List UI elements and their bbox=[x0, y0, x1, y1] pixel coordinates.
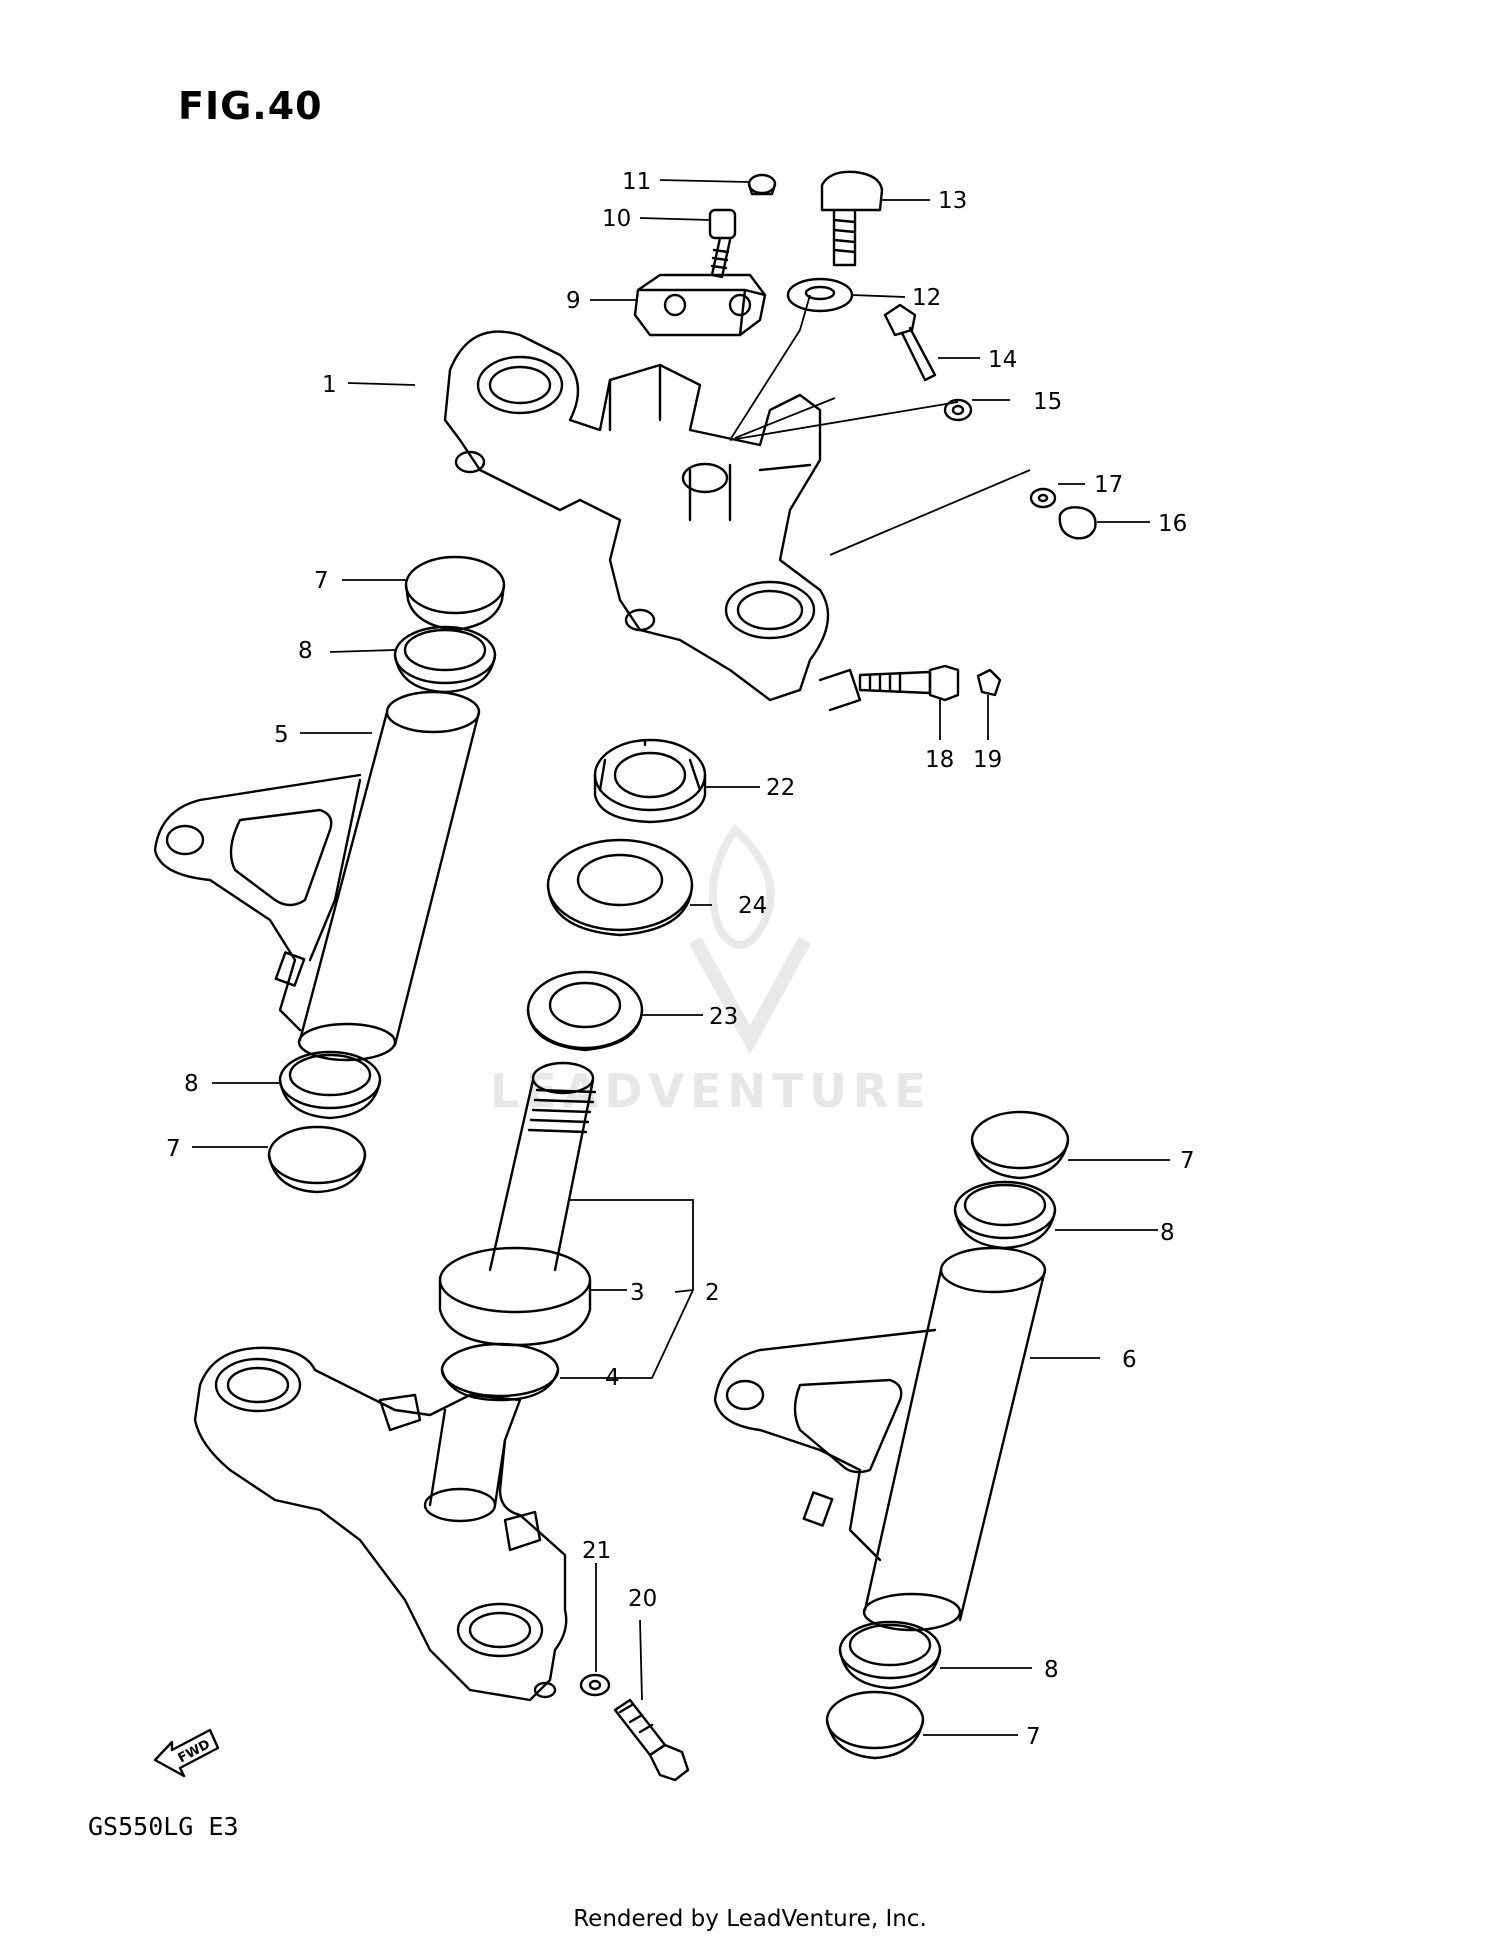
ring-7-left-top bbox=[404, 555, 506, 632]
watermark: LEADVENTURE bbox=[490, 823, 926, 1118]
steering-nut-22 bbox=[593, 738, 707, 824]
ring-7-left-bottom bbox=[267, 1125, 367, 1194]
bolt-18 bbox=[858, 664, 960, 702]
callout-3: 3 bbox=[630, 1280, 645, 1306]
callout-12: 12 bbox=[912, 285, 941, 311]
ring-8-left-top bbox=[393, 625, 497, 694]
cap-19 bbox=[976, 668, 1002, 697]
clamp-block-9 bbox=[633, 273, 767, 337]
cap-11 bbox=[747, 173, 777, 196]
callout-8c: 8 bbox=[1160, 1220, 1175, 1246]
ring-8-left-bottom bbox=[278, 1050, 382, 1120]
model-code: GS550LG E3 bbox=[88, 1812, 239, 1841]
callout-19: 19 bbox=[973, 747, 1002, 773]
callout-1: 1 bbox=[322, 372, 337, 398]
footer-text: Rendered by LeadVenture, Inc. bbox=[573, 1906, 927, 1932]
bolt-13 bbox=[820, 170, 884, 267]
upper-bracket bbox=[443, 330, 862, 712]
callout-18: 18 bbox=[925, 747, 954, 773]
bolt-20 bbox=[613, 1698, 690, 1782]
callout-20: 20 bbox=[628, 1586, 657, 1612]
callout-23: 23 bbox=[709, 1004, 738, 1030]
steering-stem bbox=[438, 1061, 597, 1402]
fork-cover-right-6 bbox=[713, 1246, 1047, 1632]
leader-lines bbox=[192, 179, 1170, 1736]
callout-10: 10 bbox=[602, 206, 631, 232]
washer-21 bbox=[579, 1673, 611, 1697]
callout-16: 16 bbox=[1158, 511, 1187, 537]
ring-8-right-bottom bbox=[838, 1620, 942, 1690]
figure-title: FIG.40 bbox=[178, 84, 323, 128]
fwd-arrow-icon bbox=[153, 1728, 220, 1778]
callout-5: 5 bbox=[274, 722, 289, 748]
ring-7-right-top bbox=[970, 1110, 1070, 1180]
callout-24: 24 bbox=[738, 893, 767, 919]
washer-12 bbox=[786, 277, 854, 313]
callout-17: 17 bbox=[1094, 472, 1123, 498]
ring-7-right-bottom bbox=[825, 1690, 925, 1760]
callout-6: 6 bbox=[1122, 1347, 1137, 1373]
washer-17 bbox=[1029, 487, 1057, 509]
callout-7c: 7 bbox=[1180, 1148, 1195, 1174]
callout-7a: 7 bbox=[314, 568, 329, 594]
fork-cover-left-5 bbox=[153, 690, 481, 1062]
callout-9: 9 bbox=[566, 288, 581, 314]
bolt-10 bbox=[708, 208, 737, 279]
bolt-14 bbox=[883, 303, 937, 382]
bearing-race-24 bbox=[546, 838, 694, 937]
ring-8-right-top bbox=[953, 1180, 1057, 1250]
callout-7d: 7 bbox=[1026, 1724, 1041, 1750]
callout-labels: 1 2 3 4 5 6 7 7 7 7 8 8 8 8 9 10 11 12 1… bbox=[166, 169, 1195, 1750]
callout-15: 15 bbox=[1033, 389, 1062, 415]
callout-4: 4 bbox=[605, 1365, 620, 1391]
callout-22: 22 bbox=[766, 775, 795, 801]
seal-23 bbox=[526, 970, 644, 1052]
callout-8a: 8 bbox=[298, 638, 313, 664]
callout-8b: 8 bbox=[184, 1071, 199, 1097]
washer-15 bbox=[943, 398, 973, 422]
nut-16 bbox=[1058, 506, 1097, 540]
callout-8d: 8 bbox=[1044, 1657, 1059, 1683]
fwd-label: FWD bbox=[176, 1737, 213, 1766]
callout-11: 11 bbox=[622, 169, 651, 195]
callout-13: 13 bbox=[938, 188, 967, 214]
lower-bracket bbox=[193, 1346, 568, 1702]
callout-14: 14 bbox=[988, 347, 1017, 373]
callout-7b: 7 bbox=[166, 1136, 181, 1162]
callout-2: 2 bbox=[705, 1280, 720, 1306]
callout-21: 21 bbox=[582, 1538, 611, 1564]
